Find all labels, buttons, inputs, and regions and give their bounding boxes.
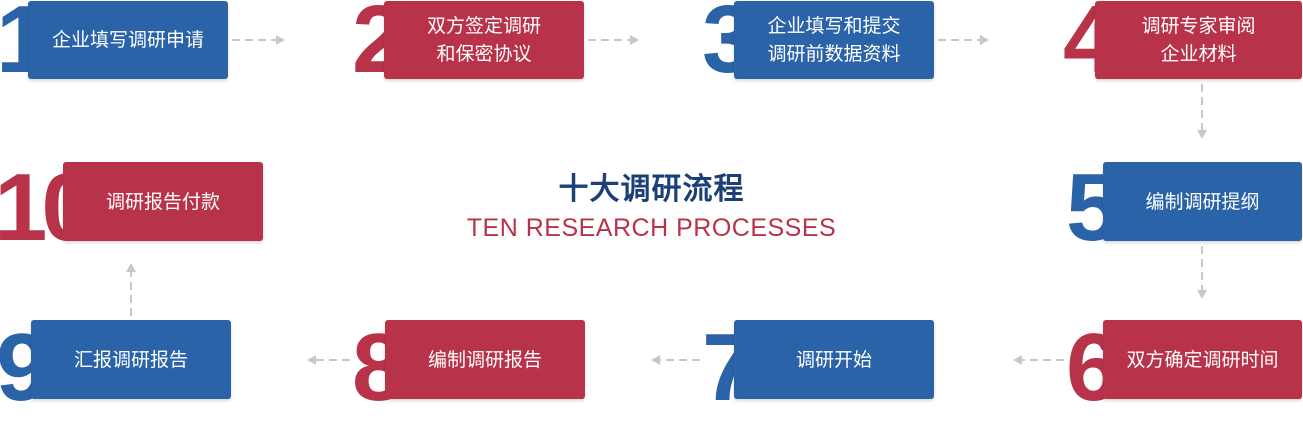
step-1-text: 企业填写调研申请 (51, 29, 204, 51)
step-10-box: 调研报告付款 (63, 162, 263, 241)
step-2-box: 双方签定调研 和保密协议 (384, 1, 584, 79)
arrowhead-9-10 (126, 263, 136, 272)
step-3-text-line2: 调研前数据资料 (767, 43, 901, 65)
step-10-text: 调研报告付款 (105, 190, 220, 213)
step-7-text: 调研开始 (795, 348, 872, 371)
step-3-text-line1: 企业填写和提交 (767, 15, 901, 37)
step-5-box: 编制调研提纲 (1103, 162, 1302, 241)
step-8-text: 编制调研报告 (427, 348, 542, 371)
arrowhead-6-7 (1013, 355, 1022, 365)
arrowhead-7-8 (651, 355, 660, 365)
arrowhead-2-3 (630, 35, 639, 45)
title-chinese: 十大调研流程 (558, 172, 745, 207)
flow-arrows (126, 35, 1207, 365)
arrowhead-1-2 (276, 35, 285, 45)
step-7-box: 调研开始 (734, 320, 934, 399)
arrowhead-4-5 (1197, 130, 1207, 139)
step-2-text-line2: 和保密协议 (436, 43, 532, 65)
arrowhead-3-4 (980, 35, 989, 45)
step-1-box: 企业填写调研申请 (28, 1, 228, 79)
step-9-box: 汇报调研报告 (31, 320, 231, 399)
step-4-text-line2: 企业材料 (1160, 43, 1237, 65)
title-english: TEN RESEARCH PROCESSES (466, 214, 837, 242)
step-8-box: 编制调研报告 (385, 320, 585, 399)
arrowhead-5-6 (1197, 290, 1207, 299)
step-2-text-line1: 双方签定调研 (426, 15, 541, 37)
step-3-box: 企业填写和提交 调研前数据资料 (734, 1, 934, 79)
step-6-box: 双方确定调研时间 (1103, 320, 1302, 399)
step-4-text-line1: 调研专家审阅 (1141, 15, 1256, 37)
step-4-box: 调研专家审阅 企业材料 (1095, 1, 1302, 79)
step-6-text: 双方确定调研时间 (1126, 348, 1279, 371)
arrowhead-8-9 (307, 355, 316, 365)
step-9-text: 汇报调研报告 (73, 348, 188, 371)
step-5-text: 编制调研提纲 (1145, 190, 1260, 213)
diagram-title: 十大调研流程 TEN RESEARCH PROCESSES (430, 164, 873, 243)
